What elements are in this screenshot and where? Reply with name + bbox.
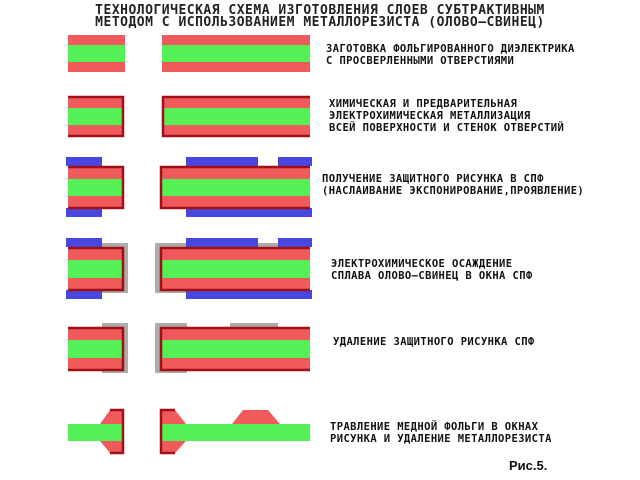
copper-foil-top [161, 167, 310, 179]
photoresist-bottom [186, 208, 312, 217]
tin-lead-layer [258, 243, 278, 248]
photoresist-top [278, 238, 312, 247]
step-6-label-line2: РИСУНКА И УДАЛЕНИЕ МЕТАЛЛОРЕЗИСТА [330, 433, 552, 445]
copper-foil-top [161, 248, 310, 260]
dielectric-core [161, 340, 310, 358]
step-2-cross-section [68, 95, 310, 138]
copper-pad-top [100, 410, 123, 424]
dielectric-core [68, 108, 123, 125]
tin-lead-layer [230, 323, 278, 328]
step-2-label-line3: ВСЕЙ ПОВЕРХНОСТИ И СТЕНОК ОТВЕРСТИЙ [329, 122, 565, 134]
metallization-layer [159, 408, 175, 455]
copper-foil-bottom [161, 358, 310, 370]
copper-foil-bottom [68, 196, 123, 208]
copper-pad-bottom [161, 441, 186, 453]
step-2-label-line2: ЭЛЕКТРОХИМИЧЕСКАЯ МЕТАЛЛИЗАЦИЯ [329, 110, 531, 122]
metallization-layer [68, 326, 125, 372]
metallization-layer [110, 408, 125, 455]
step-4-cross-section [66, 238, 312, 299]
step-3-label-line2: (НАСЛАИВАНИЕ ЭКСПОНИРОВАНИЕ,ПРОЯВЛЕНИЕ) [322, 185, 585, 197]
copper-foil-top [162, 35, 310, 45]
copper-foil-top [68, 35, 125, 45]
dielectric-core [163, 108, 310, 125]
dielectric-core [162, 45, 310, 62]
photoresist-top [66, 238, 102, 247]
step-4-label-line1: ЭЛЕКТРОХИМИЧЕСКОЕ ОСАЖДЕНИЕ [331, 258, 513, 270]
photoresist-bottom [66, 290, 102, 299]
step-1-cross-section [68, 35, 310, 72]
metallization-layer [161, 95, 310, 138]
photoresist-top [186, 238, 258, 247]
step-6-cross-section [68, 408, 310, 455]
copper-foil-top [161, 328, 310, 340]
dielectric-core [161, 260, 310, 278]
photoresist-bottom [66, 208, 102, 217]
copper-foil-bottom [162, 62, 310, 72]
copper-foil-top [163, 97, 310, 108]
copper-foil-bottom [68, 278, 123, 290]
copper-foil-top [68, 97, 123, 108]
metallization-layer [68, 95, 125, 138]
step-5-cross-section [68, 323, 310, 373]
dielectric-core [68, 45, 125, 62]
copper-foil-bottom [68, 358, 123, 370]
copper-foil-bottom [161, 196, 310, 208]
dielectric-core [161, 424, 310, 441]
photoresist-top [278, 157, 312, 166]
copper-foil-bottom [163, 125, 310, 136]
metallization-layer [68, 246, 125, 292]
step-1-label-line2: С ПРОСВЕРЛЕННЫМИ ОТВЕРСТИЯМИ [326, 55, 515, 67]
step-2-label-line1: ХИМИЧЕСКАЯ И ПРЕДВАРИТЕЛЬНАЯ [329, 98, 518, 110]
step-3-label-line1: ПОЛУЧЕНИЕ ЗАЩИТНОГО РИСУНКА В СПФ [322, 173, 544, 185]
copper-foil-top [68, 248, 123, 260]
copper-foil-bottom [161, 278, 310, 290]
photoresist-top [66, 157, 102, 166]
copper-foil-bottom [68, 125, 123, 136]
copper-pad-bottom [100, 441, 123, 453]
metallization-layer [159, 165, 310, 210]
diagram-title-line1: ТЕХНОЛОГИЧЕСКАЯ СХЕМА ИЗГОТОВЛЕНИЯ СЛОЕВ… [95, 3, 545, 18]
step-6-label-line1: ТРАВЛЕНИЕ МЕДНОЙ ФОЛЬГИ В ОКНАХ [330, 421, 539, 433]
metallization-layer [68, 165, 125, 210]
dielectric-core [68, 260, 123, 278]
copper-pad-top [161, 410, 186, 424]
copper-trace [232, 410, 280, 424]
dielectric-core [161, 179, 310, 196]
step-4-label-line2: СПЛАВА ОЛОВО—СВИНЕЦ В ОКНА СПФ [331, 270, 533, 282]
step-3-cross-section [66, 157, 312, 217]
step-5-label-line1: УДАЛЕНИЕ ЗАЩИТНОГО РИСУНКА СПФ [333, 336, 535, 348]
step-3-label: ПОЛУЧЕНИЕ ЗАЩИТНОГО РИСУНКА В СПФ(НАСЛАИ… [322, 173, 584, 197]
copper-foil-bottom [68, 62, 125, 72]
photoresist-top [186, 157, 258, 166]
metallization-layer [159, 246, 310, 292]
figure-caption: Рис.5. [509, 458, 548, 473]
photoresist-bottom [186, 290, 312, 299]
dielectric-core [68, 340, 123, 358]
diagram-title-line2: МЕТОДОМ С ИСПОЛЬЗОВАНИЕМ МЕТАЛЛОРЕЗИСТА … [95, 15, 545, 30]
step-5-label: УДАЛЕНИЕ ЗАЩИТНОГО РИСУНКА СПФ [333, 336, 535, 348]
metallization-layer [159, 326, 310, 372]
step-1-label-line1: ЗАГОТОВКА ФОЛЬГИРОВАННОГО ДИЭЛЕКТРИКА [326, 43, 575, 55]
copper-foil-top [68, 167, 123, 179]
dielectric-core [68, 179, 123, 196]
copper-foil-top [68, 328, 123, 340]
dielectric-core [68, 424, 124, 441]
